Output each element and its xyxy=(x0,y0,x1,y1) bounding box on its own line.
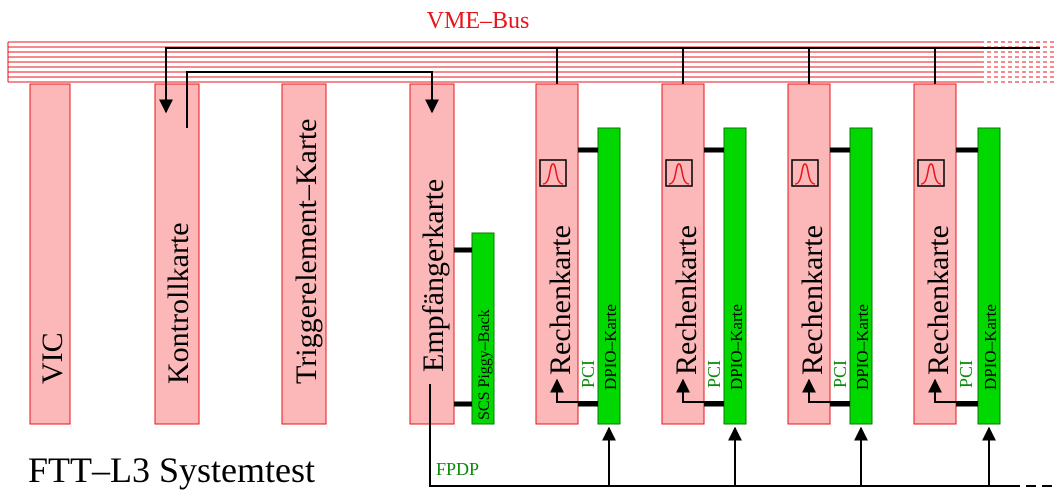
kontroll-card: Kontrollkarte xyxy=(154,83,200,425)
vic-card-label: VIC xyxy=(36,332,69,384)
dpio-card-label: DPIO–Karte xyxy=(981,304,1000,390)
empfaenger-card: Empfängerkarte xyxy=(409,83,455,425)
pci-label: PCI xyxy=(830,360,850,388)
vic-card: VIC xyxy=(29,83,71,425)
compute-unit-4: Rechenkarte DPIO–Karte PCI xyxy=(913,48,1001,425)
pci-label: PCI xyxy=(578,360,598,388)
rechen-card-label: Rechenkarte xyxy=(922,225,955,375)
fpdp-label: FPDP xyxy=(436,459,479,479)
compute-unit-3: Rechenkarte DPIO–Karte PCI xyxy=(787,48,873,425)
diagram-title: FTT–L3 Systemtest xyxy=(28,450,315,490)
empfaenger-card-label: Empfängerkarte xyxy=(417,179,450,372)
pci-label: PCI xyxy=(704,360,724,388)
dpio-card-label: DPIO–Karte xyxy=(727,304,746,390)
rechen-card-label: Rechenkarte xyxy=(544,225,577,375)
compute-unit-1: Rechenkarte DPIO–Karte PCI xyxy=(535,48,621,425)
pci-label: PCI xyxy=(956,360,976,388)
piggy-back-card: SCS Piggy–Back xyxy=(471,232,495,425)
rechen-card-label: Rechenkarte xyxy=(670,225,703,375)
piggy-back-card-label: SCS Piggy–Back xyxy=(476,309,493,420)
vme-bus-label: VME–Bus xyxy=(427,8,530,34)
kontroll-card-label: Kontrollkarte xyxy=(162,222,195,384)
dpio-card-label: DPIO–Karte xyxy=(601,304,620,390)
dpio-card-label: DPIO–Karte xyxy=(853,304,872,390)
trigger-card-label: Triggerelement–Karte xyxy=(290,119,323,384)
bus-arrow-kontroll-to-empfaenger xyxy=(186,71,439,128)
compute-unit-2: Rechenkarte DPIO–Karte PCI xyxy=(661,48,747,425)
bus-arrow-to-kontroll xyxy=(159,47,1040,114)
trigger-card: Triggerelement–Karte xyxy=(281,83,327,425)
rechen-card-label: Rechenkarte xyxy=(796,225,829,375)
fpdp-line xyxy=(429,384,1010,487)
